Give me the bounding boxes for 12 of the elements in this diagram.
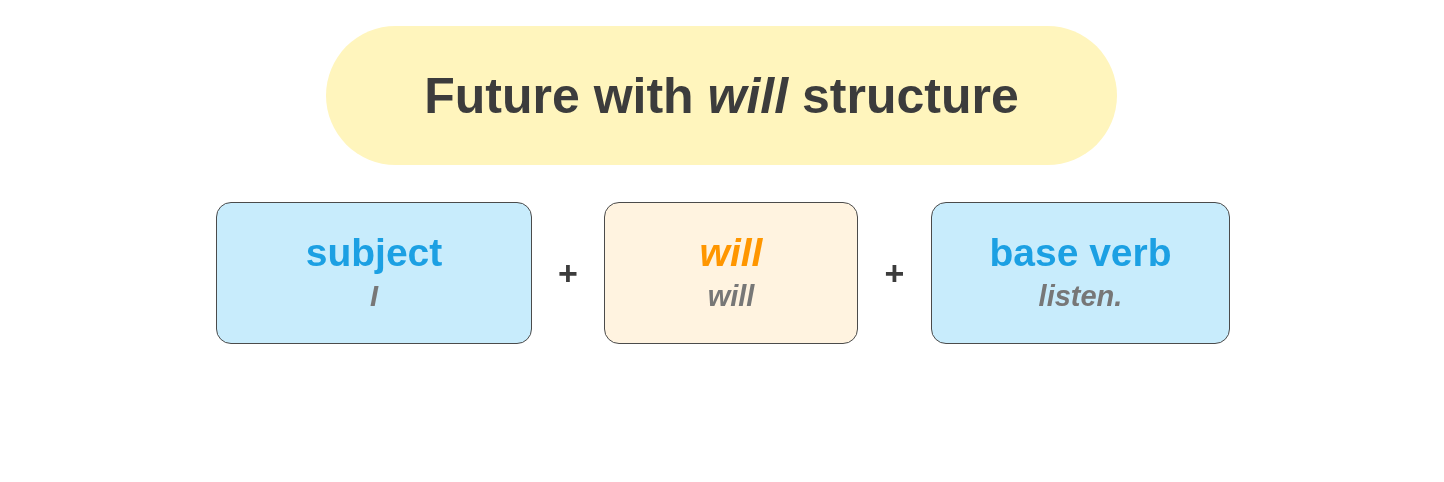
plus-sign: +	[884, 256, 905, 290]
term-heading: subject	[305, 230, 443, 276]
term-card	[604, 202, 858, 344]
term-card	[931, 202, 1230, 344]
term-heading: base verb	[989, 230, 1172, 276]
example-word: I	[369, 278, 379, 314]
term-heading: will	[699, 230, 763, 276]
term-card	[216, 202, 532, 344]
example-word: listen.	[1038, 278, 1123, 314]
example-word: will	[707, 278, 755, 314]
plus-sign: +	[558, 256, 578, 290]
title-text: Future with will structure	[424, 66, 1019, 125]
